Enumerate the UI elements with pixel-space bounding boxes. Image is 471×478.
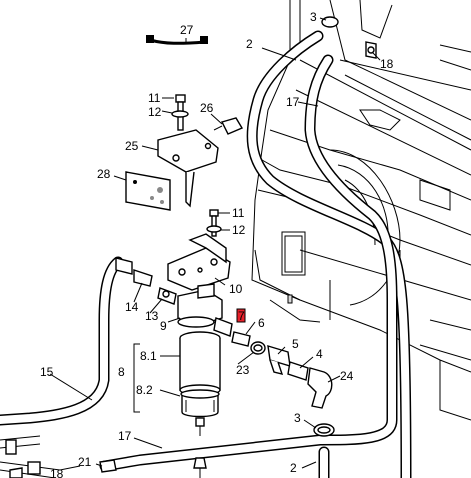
- part-5-elbow: [267, 345, 291, 375]
- part-12-washer-lower: [206, 225, 222, 233]
- callout-8: 8: [118, 365, 125, 379]
- callout-3-upper: 3: [310, 10, 317, 24]
- callout-27: 27: [180, 23, 194, 37]
- callout-9: 9: [160, 319, 167, 333]
- callout-15: 15: [40, 365, 54, 379]
- pipe-clamp: [27, 461, 41, 475]
- callout-6: 6: [258, 316, 265, 330]
- callout-11-lower: 11: [232, 206, 245, 220]
- callout-2-upper: 2: [246, 37, 253, 51]
- callout-18-upper: 18: [380, 57, 394, 71]
- callout-18-lower: 18: [50, 467, 64, 478]
- callout-23: 23: [236, 363, 250, 377]
- bolt-head-detail: [287, 294, 293, 304]
- part-18-clip-upper: [365, 41, 377, 59]
- callout-17-lower: 17: [118, 429, 132, 443]
- part-6-fitting: [231, 331, 251, 347]
- callout-12-upper: 12: [148, 105, 162, 119]
- part-28-plate: [125, 171, 171, 211]
- hose-15: [0, 256, 124, 426]
- callout-7: 7: [238, 309, 245, 323]
- part-10-mount: [167, 233, 231, 291]
- callout-12-lower: 12: [232, 223, 246, 237]
- hose-2: [246, 30, 412, 478]
- callouts: 27 11 12 26 25 28 11 12 10 14 13 9 6 8.1…: [40, 10, 394, 478]
- drain-valve: [193, 457, 207, 478]
- part-7-highlighted: [236, 308, 246, 323]
- callout-17-upper: 17: [286, 95, 300, 109]
- callout-24: 24: [340, 369, 354, 383]
- callout-13: 13: [145, 309, 159, 323]
- callout-2-lower: 2: [290, 461, 297, 475]
- callout-10: 10: [229, 282, 243, 296]
- hose-17: [99, 54, 398, 472]
- part-25-bracket: [157, 129, 219, 208]
- part-3-clamp-upper: [321, 16, 339, 28]
- part-27-cable: [146, 35, 208, 45]
- part-13-fitting: [157, 287, 177, 305]
- lower-left-pipes: [0, 435, 81, 478]
- callout-4: 4: [316, 347, 323, 361]
- pipe-clamp: [5, 439, 17, 455]
- leader-lines: [49, 17, 381, 469]
- callout-21: 21: [78, 455, 92, 469]
- callout-3-lower: 3: [294, 411, 301, 425]
- part-12-washer-upper: [171, 110, 189, 118]
- callout-8-2: 8.2: [136, 383, 153, 397]
- part-4-fitting: [287, 361, 309, 381]
- callout-25: 25: [125, 139, 139, 153]
- callout-5: 5: [292, 337, 299, 351]
- part-18-clip-lower: [9, 467, 23, 478]
- callout-11-upper: 11: [148, 91, 161, 105]
- part-14-fitting: [115, 257, 153, 287]
- callout-8-1: 8.1: [140, 349, 157, 363]
- part-26-connector: [213, 117, 244, 135]
- callout-28: 28: [97, 167, 111, 181]
- part-9-filter-head: [177, 283, 223, 328]
- part-23-oring: [250, 341, 266, 355]
- part-24-elbow: [307, 367, 333, 409]
- part-3-clamp-lower: [313, 423, 335, 437]
- part-8-filter-assembly: [179, 331, 221, 427]
- callout-26: 26: [200, 101, 214, 115]
- part-21-fitting: [99, 459, 117, 473]
- part-7-fitting: [213, 317, 233, 337]
- callout-14: 14: [125, 300, 139, 314]
